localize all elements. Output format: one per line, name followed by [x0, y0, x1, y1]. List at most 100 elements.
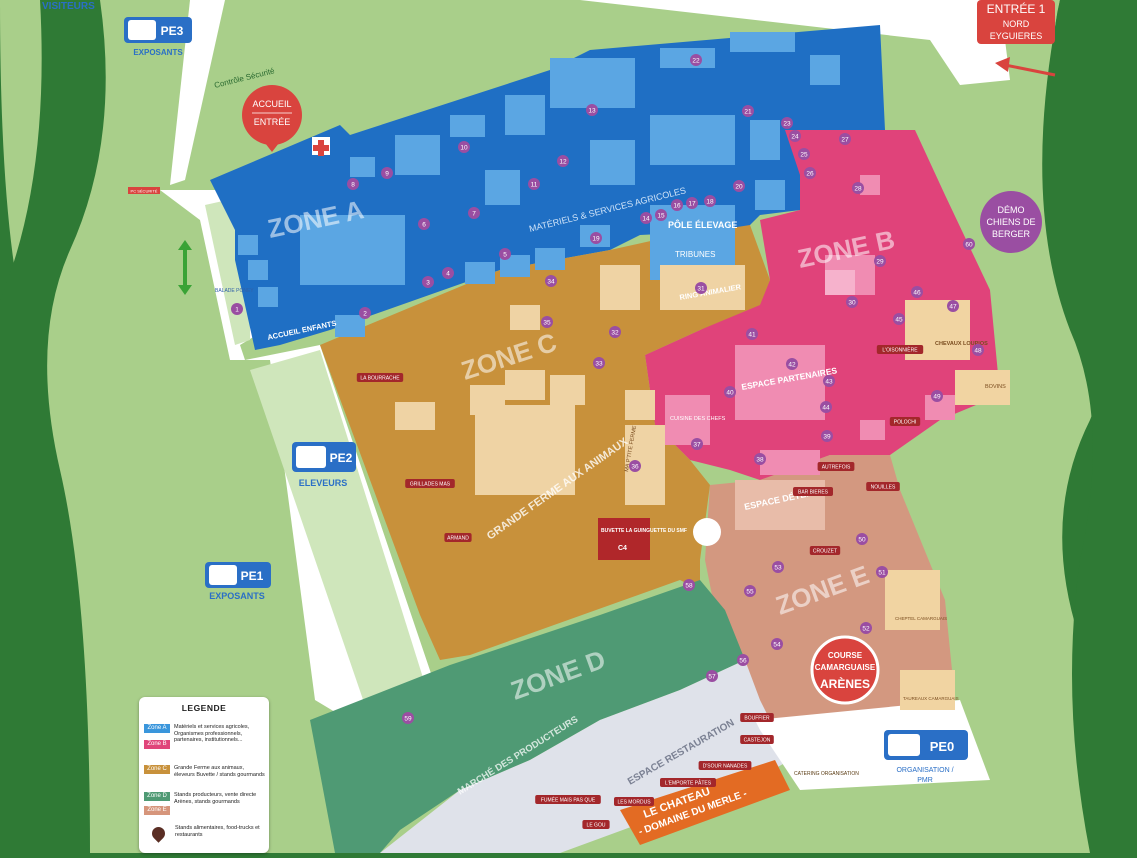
pe3-label: PE3	[161, 24, 184, 38]
stand-number-marker	[931, 390, 943, 402]
pen-donkey	[600, 265, 640, 310]
roundabout	[693, 518, 721, 546]
entrance-box	[977, 0, 1055, 44]
food-stand-badge	[535, 795, 601, 804]
stand-number-label: 2	[363, 310, 367, 317]
stand-number-label: 25	[800, 151, 808, 158]
legend-text-c: Grande Ferme aux animaux, éleveurs Buvet…	[174, 765, 265, 778]
stand-number-marker	[695, 282, 707, 294]
food-pin-icon	[149, 824, 168, 843]
legend-row-food: Stands alimentaires, food-trucks et rest…	[144, 824, 266, 843]
stand-number-marker	[781, 117, 793, 129]
securite-badge	[128, 187, 160, 194]
pen-chicken	[510, 305, 540, 330]
stand-number-label: 22	[692, 57, 700, 64]
stand-number-marker	[704, 195, 716, 207]
food-stand-badge	[889, 417, 921, 426]
taureaux-pen	[900, 670, 955, 710]
stand-number-marker	[541, 316, 553, 328]
stand-number-label: 29	[876, 258, 884, 265]
road-north	[170, 0, 225, 185]
tribunes-label: TRIBUNES	[675, 250, 715, 259]
grande-ferme	[475, 405, 575, 495]
stand-number-marker	[744, 585, 756, 597]
legend-text-a: Matériels et services agricoles, Organis…	[174, 724, 250, 743]
stand-number-label: 31	[697, 285, 705, 292]
legend-row-e: Zone E	[144, 806, 266, 815]
stand-number-label: 18	[706, 198, 714, 205]
stand-number-label: 55	[746, 588, 754, 595]
food-stand-name: ARMAND	[447, 536, 469, 542]
stand-number-label: 14	[642, 215, 650, 222]
stand-number-label: 10	[460, 144, 468, 151]
food-stand-badge	[740, 735, 774, 744]
taureaux-label: TAUREAUX CAMARGUAIS	[903, 696, 959, 701]
stand-number-marker	[852, 182, 864, 194]
securite-label: PC SÉCURITÉ	[131, 189, 158, 194]
stand-number-marker	[789, 130, 801, 142]
entrance-arrow	[1004, 63, 1056, 77]
stand-number-marker	[860, 622, 872, 634]
stand-number-label: 24	[791, 133, 799, 140]
legend-badge-d: Zone D	[144, 792, 170, 801]
stand-number-marker	[586, 104, 598, 116]
stand-number-label: 9	[385, 170, 389, 177]
stand-number-marker	[442, 267, 454, 279]
course-line1: COURSE	[828, 651, 863, 660]
food-stand-badge	[582, 820, 610, 829]
buvette-label: BUVETTE LA GUINGUETTE DU SMF	[601, 528, 687, 534]
stand-number-label: 56	[739, 657, 747, 664]
stand-a13	[535, 248, 565, 270]
stand-number-marker	[972, 344, 984, 356]
pen-goat	[505, 370, 545, 400]
stand-number-marker	[528, 178, 540, 190]
stand-number-marker	[786, 358, 798, 370]
stand-number-marker	[798, 148, 810, 160]
stand-a3	[258, 287, 278, 307]
stand-number-label: 45	[895, 316, 903, 323]
pen-goat-4	[625, 390, 655, 420]
stand-number-marker	[911, 286, 923, 298]
demo-line1: DÉMO	[998, 205, 1025, 215]
stand-number-marker	[640, 212, 652, 224]
food-stand-name: BAR BIERES	[798, 490, 829, 496]
stand-number-label: 3	[426, 279, 430, 286]
balade-poney-label: BALADE PONEY	[215, 288, 254, 294]
stand-number-label: 30	[848, 299, 856, 306]
stand-number-marker	[754, 453, 766, 465]
food-stand-name: AUTREFOIS	[822, 465, 851, 471]
stand-number-marker	[402, 712, 414, 724]
forest-right	[1042, 0, 1137, 853]
stand-number-label: 47	[949, 303, 957, 310]
stand-number-marker	[737, 654, 749, 666]
stand-number-marker	[691, 438, 703, 450]
cheptel-pen	[885, 570, 940, 630]
stand-number-label: 28	[854, 185, 862, 192]
stand-number-marker	[359, 307, 371, 319]
stand-number-label: 12	[559, 158, 567, 165]
pen-goat-3	[550, 375, 585, 405]
stand-a21	[505, 95, 545, 135]
stand-number-label: 59	[404, 715, 412, 722]
stand-a4	[335, 315, 365, 337]
stand-number-marker	[231, 303, 243, 315]
stand-a26	[730, 32, 795, 52]
food-stand-name: FUMÉE MAIS PAS QUE	[541, 797, 596, 804]
first-aid-cross	[313, 140, 329, 156]
stand-number-label: 37	[693, 441, 701, 448]
pe0-sub2: PMR	[917, 777, 933, 784]
pe1-sub: EXPOSANTS	[209, 591, 265, 601]
food-stand-name: L'EMPORTE PÂTES	[665, 780, 712, 787]
parking-pe1: PE1 EXPOSANTS	[205, 562, 271, 601]
stand-number-label: 23	[783, 120, 791, 127]
buvette-code: C4	[618, 545, 627, 552]
stand-number-label: 20	[735, 183, 743, 190]
stand-b1	[860, 175, 880, 195]
stand-b29	[665, 395, 710, 445]
stand-number-label: 19	[592, 235, 600, 242]
visiteurs-label: VISITEURS	[42, 1, 95, 12]
